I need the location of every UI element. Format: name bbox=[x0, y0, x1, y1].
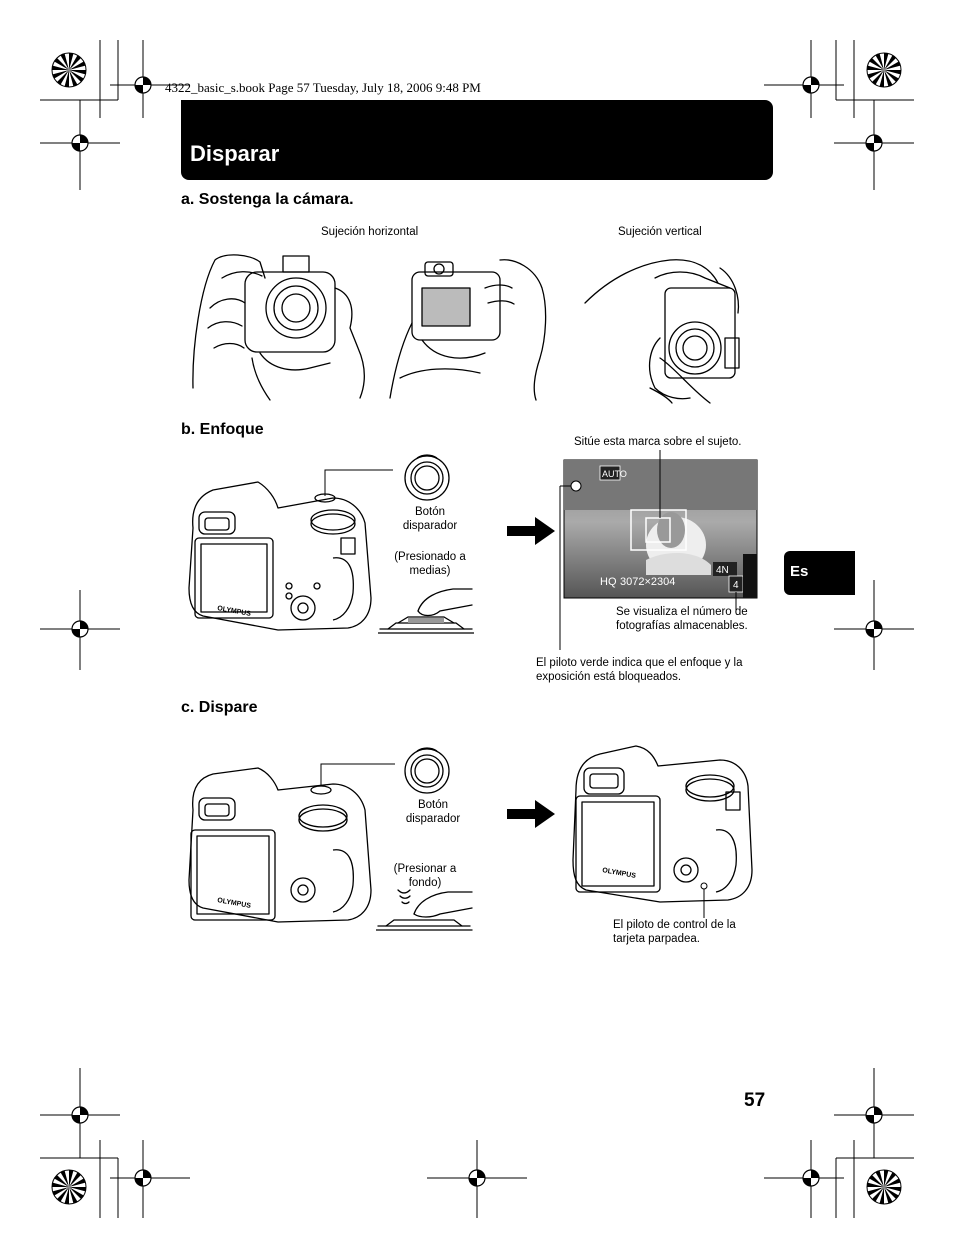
caption-vertical: Sujeción vertical bbox=[618, 226, 702, 238]
arrow-right-icon bbox=[507, 517, 555, 545]
press-label-b-line1: (Presionado a bbox=[394, 551, 466, 563]
camera-back-illustration-c: OLYMPUS bbox=[188, 763, 395, 923]
shutter-label-c-line1: Botón bbox=[417, 799, 449, 811]
press-label-c: (Presionar a fondo) bbox=[375, 862, 475, 890]
lcd-resolution: 3072×2304 bbox=[620, 576, 675, 588]
camera-back-illustration-b: OLYMPUS bbox=[188, 469, 393, 631]
vertical-grip-illustration bbox=[584, 259, 740, 404]
lamp-caption-line1: El piloto verde indica que el enfoque y … bbox=[536, 657, 743, 669]
shutter-label-b-line1: Botón bbox=[414, 506, 446, 518]
caption-horizontal: Sujeción horizontal bbox=[321, 226, 419, 238]
horizontal-grip-back-illustration bbox=[389, 259, 547, 401]
lamp-caption: El piloto verde indica que el enfoque y … bbox=[536, 656, 743, 684]
half-press-illustration bbox=[378, 588, 474, 634]
shutter-button-closeup-b bbox=[404, 454, 450, 501]
full-press-illustration bbox=[376, 889, 473, 931]
section-a-heading: a. Sostenga la cámara. bbox=[181, 191, 354, 208]
lcd-size-mode: 4N bbox=[716, 565, 729, 576]
arrow-right-icon-c bbox=[507, 800, 555, 828]
press-label-c-line2: fondo) bbox=[408, 877, 442, 889]
holding-illustrations bbox=[192, 254, 740, 404]
camera-back-card-lamp-illustration: OLYMPUS bbox=[572, 745, 753, 918]
shutter-label-b-line2: disparador bbox=[402, 520, 458, 532]
lcd-quality: HQ bbox=[600, 576, 617, 588]
lamp-caption-line2: exposición está bloqueados. bbox=[536, 671, 682, 683]
language-tab: Es bbox=[784, 551, 855, 595]
press-label-b: (Presionado a medias) bbox=[380, 550, 480, 578]
page-number: 57 bbox=[744, 1090, 766, 1111]
section-c-heading: c. Dispare bbox=[181, 699, 258, 716]
brand-logo-d: OLYMPUS bbox=[602, 867, 637, 880]
card-lamp-caption-line1: El piloto de control de la bbox=[613, 919, 736, 931]
title-bar bbox=[181, 100, 773, 180]
lcd-screen-illustration: AUTO HQ 3072×2304 4N 4 bbox=[559, 450, 758, 650]
lcd-count: 4 bbox=[733, 580, 739, 591]
shutter-label-c-line2: disparador bbox=[405, 813, 461, 825]
press-label-b-line2: medias) bbox=[409, 565, 451, 577]
shutter-label-b: Botón disparador bbox=[380, 505, 480, 533]
horizontal-grip-front-illustration bbox=[192, 254, 365, 401]
mark-caption: Sitúe esta marca sobre el sujeto. bbox=[574, 436, 742, 448]
card-lamp-caption-line2: tarjeta parpadea. bbox=[613, 933, 700, 945]
count-caption: Se visualiza el número de fotografías al… bbox=[616, 605, 748, 633]
shutter-label-c: Botón disparador bbox=[383, 798, 483, 826]
brand-logo: OLYMPUS bbox=[217, 605, 252, 618]
page-title: Disparar bbox=[190, 141, 280, 166]
section-b-heading: b. Enfoque bbox=[181, 421, 264, 438]
card-lamp-caption: El piloto de control de la tarjeta parpa… bbox=[613, 918, 736, 946]
book-info: 4322_basic_s.book Page 57 Tuesday, July … bbox=[165, 80, 481, 95]
brand-logo-c: OLYMPUS bbox=[217, 897, 252, 910]
count-caption-line2: fotografías almacenables. bbox=[616, 620, 748, 632]
lcd-mode: AUTO bbox=[602, 469, 627, 479]
count-caption-line1: Se visualiza el número de bbox=[616, 606, 748, 618]
language-tab-label: Es bbox=[790, 563, 809, 580]
press-label-c-line1: (Presionar a bbox=[393, 863, 457, 875]
shutter-button-closeup-c bbox=[404, 747, 450, 794]
